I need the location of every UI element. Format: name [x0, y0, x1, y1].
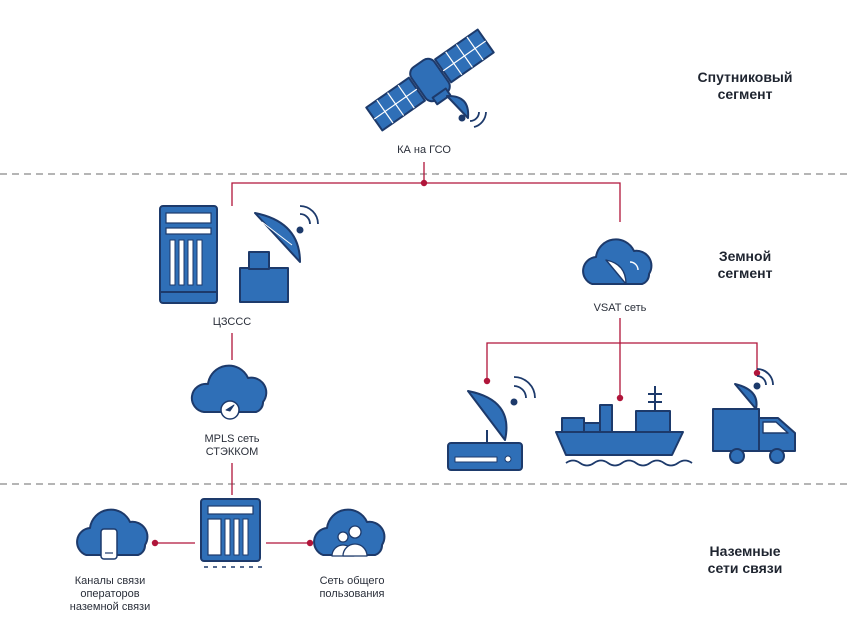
label-public: Сеть общего пользования: [319, 575, 385, 600]
ground-terminal-icon: [447, 376, 536, 471]
connector-dots: [151, 179, 761, 547]
mpls-cloud-icon: [190, 364, 268, 420]
hub-dish-antenna-icon: [239, 205, 319, 303]
public-network-cloud-icon: [313, 508, 386, 557]
server-rack-icon: [159, 205, 218, 304]
ship-icon: [555, 386, 693, 467]
vsat-cloud-icon: [582, 238, 653, 285]
operators-cloud-icon: [76, 508, 149, 560]
network-server-icon: [200, 498, 262, 568]
connector-satellite-branch: [231, 162, 621, 222]
segment-title-ground: Земной сегмент: [717, 248, 773, 281]
satellite-icon: [365, 28, 495, 132]
connectors: [155, 162, 758, 544]
label-mpls: MPLS сеть СТЭККОМ: [204, 433, 260, 458]
connector-vsat-terminals: [486, 318, 758, 398]
label-hub: ЦЗССС: [212, 316, 252, 328]
segment-title-space: Спутниковый сегмент: [697, 69, 793, 102]
segment-title-terrestrial: Наземные сети связи: [707, 543, 783, 576]
truck-icon: [712, 368, 796, 464]
label-operators: Каналы связи операторов наземной связи: [69, 575, 151, 613]
label-satellite: КА на ГСО: [397, 144, 451, 156]
label-vsat: VSAT сеть: [593, 302, 647, 314]
